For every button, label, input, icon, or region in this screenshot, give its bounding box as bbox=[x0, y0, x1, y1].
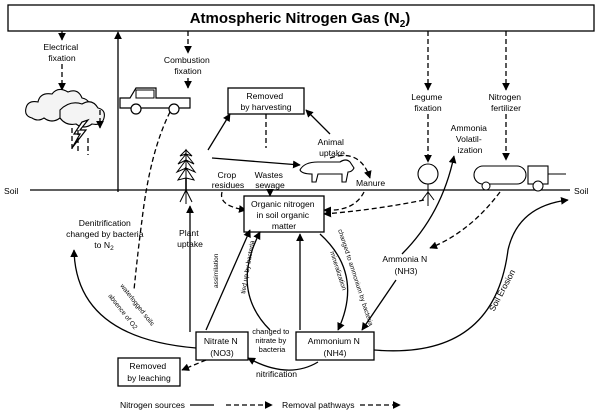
combustion-fixation-label: Combustion fixation bbox=[164, 55, 212, 76]
lightning-icon bbox=[71, 118, 90, 149]
organic-nitrogen-label: Organic nitrogen in soil organic matter bbox=[251, 199, 317, 231]
manure-label: Manure bbox=[356, 178, 385, 188]
leaching-arrow bbox=[181, 359, 207, 371]
mineralization-arrow bbox=[319, 233, 349, 331]
animal-uptake-label: Animal uptake bbox=[318, 137, 347, 158]
animal-to-harvest-arrow bbox=[305, 109, 331, 135]
nitrate-box bbox=[195, 331, 249, 361]
ammonia-n-label: Ammonia N (NH3) bbox=[382, 254, 429, 276]
combustion-down-arrow bbox=[133, 111, 171, 291]
cloud-icon bbox=[25, 88, 105, 128]
volatilization-arrow bbox=[401, 155, 457, 255]
tractor-icon bbox=[473, 165, 566, 192]
soil-erosion-arrow bbox=[373, 196, 569, 352]
plant-icon bbox=[175, 148, 197, 204]
soil-erosion-label: Soil Erosion bbox=[487, 268, 517, 313]
nitrate-label: Nitrate N (NO3) bbox=[204, 336, 240, 358]
atmosphere-box bbox=[7, 4, 595, 32]
soil-label-left: Soil bbox=[4, 186, 18, 196]
crop-residues-arrow bbox=[220, 191, 247, 213]
assimilation-arrow bbox=[205, 229, 251, 331]
fertilizer-down-arrow bbox=[429, 191, 501, 250]
waterlogged-label: waterlogged soils bbox=[118, 282, 156, 328]
legend: Nitrogen sources Removal pathways bbox=[120, 400, 401, 410]
nitrification-label: nitrification bbox=[256, 369, 297, 379]
leaching-box bbox=[117, 357, 181, 387]
harvest-arrow bbox=[207, 113, 231, 151]
assimilation-label: assimilation bbox=[213, 253, 220, 288]
legume-plant-icon bbox=[417, 163, 439, 206]
nitrogen-fertilizer-label: Nitrogen fertilizer bbox=[489, 92, 524, 113]
waterlogged-arrow bbox=[70, 249, 197, 349]
electrical-fixation-label: Electrical fixation bbox=[43, 42, 80, 63]
crop-residues-label: Crop residues bbox=[212, 170, 244, 190]
harvesting-label: Removed by harvesting bbox=[240, 91, 291, 112]
denitrification-label: Denitrification changed by bacteria to N… bbox=[66, 218, 146, 252]
legend-sources-label: Nitrogen sources bbox=[120, 400, 185, 410]
ammonia-to-ammonium-arrow bbox=[361, 279, 397, 331]
ammonium-label: Ammonium N (NH4) bbox=[308, 336, 362, 358]
page-title: Atmospheric Nitrogen Gas (N2) bbox=[190, 10, 411, 30]
ammonia-volatilization-label: Ammonia Volatil- ization bbox=[451, 123, 490, 155]
animal-uptake-arrow bbox=[211, 157, 301, 169]
truck-icon bbox=[119, 87, 191, 115]
legend-removal-label: Removal pathways bbox=[282, 400, 355, 410]
nitrification-arrow bbox=[247, 357, 319, 371]
changed-to-nitrate-label: changed to nitrate by bacteria bbox=[252, 326, 292, 354]
leaching-label: Removed by leaching bbox=[127, 361, 171, 383]
tied-up-arrow bbox=[246, 231, 271, 331]
organic-nitrogen-box bbox=[243, 195, 325, 233]
ammonium-box bbox=[295, 331, 375, 361]
legume-fixation-label: Legume fixation bbox=[411, 92, 444, 113]
animal-manure-arrow bbox=[329, 154, 372, 179]
legume-organic-arrow bbox=[323, 199, 425, 218]
soil-label-right: Soil bbox=[574, 186, 588, 196]
wastes-sewage-label: Wastes sewage bbox=[255, 170, 286, 190]
manure-organic-arrow bbox=[323, 191, 365, 215]
cow-icon bbox=[299, 159, 355, 183]
